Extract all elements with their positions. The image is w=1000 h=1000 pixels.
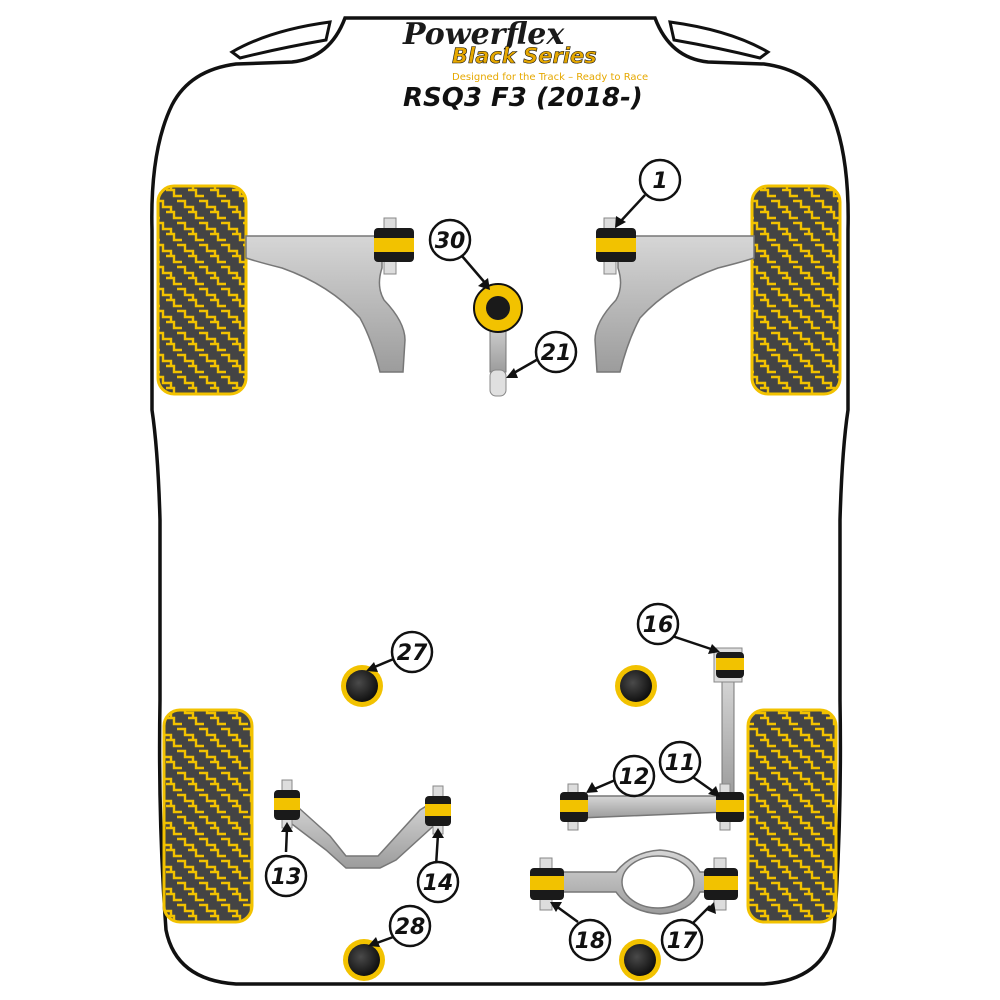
callout-11: 11 [658,740,702,784]
callout-30: 30 [428,218,472,262]
rear-right-mount [615,665,657,707]
rear-bottom-right-mount [619,939,661,981]
svg-text:30: 30 [435,229,466,254]
model-title: RSQ3 F3 (2018-) [403,83,643,113]
svg-text:21: 21 [541,341,572,366]
rear-right-link-bush-12 [560,783,588,831]
rear-right-link-bush-16 [713,647,744,683]
front-left-wishbone-bush [374,217,414,275]
svg-text:1: 1 [652,169,667,194]
brand-logo: Powerflex [402,17,565,52]
rear-right-lower-bush-17 [704,857,738,911]
svg-text:13: 13 [271,865,302,890]
callout-12: 12 [612,754,656,798]
rear-right-drop-link [721,675,735,797]
callout-13: 13 [264,854,308,898]
svg-text:17: 17 [667,929,698,954]
right-headlight [668,20,771,60]
rear-right-tyre [746,708,838,924]
front-right-wishbone-bush [596,217,636,275]
rear-left-v-arm [283,798,441,869]
callout-16: 16 [636,602,680,646]
callout-badges: 1 30 21 27 16 12 11 13 14 28 18 17 [264,158,704,962]
svg-text:16: 16 [643,613,674,638]
brand-series: Black Series [452,44,597,68]
front-left-tyre [156,184,248,396]
rear-right-link-bush-11 [716,783,744,831]
rear-right-lower-arm-hole [621,855,695,909]
rear-right-lower-bush-18 [530,857,564,911]
svg-text:14: 14 [423,871,454,896]
svg-text:12: 12 [619,765,650,790]
rear-left-tyre [162,708,254,924]
svg-text:28: 28 [395,915,426,940]
svg-text:27: 27 [397,641,428,666]
callout-27: 27 [390,630,434,674]
engine-mount-link [473,283,523,397]
brand-tagline: Designed for the Track – Ready to Race [452,72,648,83]
callout-14: 14 [416,860,460,904]
rear-bottom-left-mount [343,939,385,981]
callout-arrowheads [281,216,720,947]
front-right-tyre [750,184,842,396]
callout-1: 1 [638,158,682,202]
svg-text:11: 11 [665,751,696,776]
svg-text:18: 18 [575,929,606,954]
front-left-wishbone [245,235,406,373]
car-body-outline [150,16,850,986]
front-right-wishbone [594,235,755,373]
rear-right-toe-link [579,795,725,819]
left-headlight [229,20,332,60]
rear-left-mount [341,665,383,707]
callout-28: 28 [388,904,432,948]
callout-17: 17 [660,918,704,962]
rear-left-arm-bush-13 [274,779,300,829]
callout-18: 18 [568,918,612,962]
callout-21: 21 [534,330,578,374]
